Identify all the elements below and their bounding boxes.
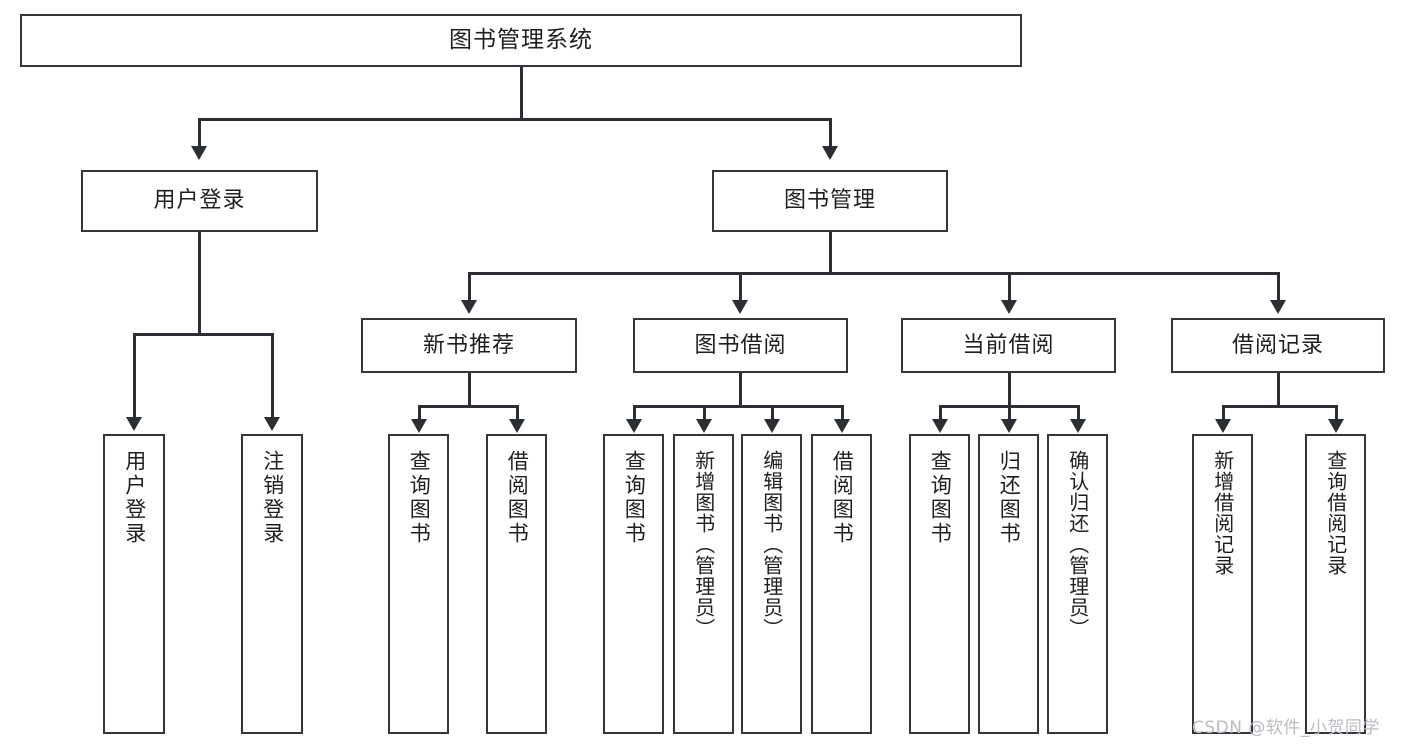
connector-user-login-to-leaf-1 bbox=[133, 333, 136, 419]
node-new-book-recommend-label: 新书推荐 bbox=[422, 332, 515, 358]
node-user-login[interactable]: 用户登录 bbox=[81, 170, 318, 232]
connector-bm-to-borrow-record bbox=[1277, 272, 1280, 302]
node-leaf-add-record[interactable]: 新增借阅记录 bbox=[1192, 434, 1253, 734]
arrow-root-to-user-login bbox=[191, 146, 207, 160]
node-leaf-query-book-2[interactable]: 查询图书 bbox=[603, 434, 664, 734]
node-leaf-query-book-1-label: 查询图书 bbox=[407, 450, 432, 546]
node-leaf-borrow-book-1-label: 借阅图书 bbox=[505, 450, 530, 546]
node-leaf-return-book[interactable]: 归还图书 bbox=[978, 434, 1039, 734]
arrow-br-to-leaf-1 bbox=[1215, 419, 1231, 433]
connector-bb-bus bbox=[633, 405, 843, 408]
connector-nbr-to-leaf-1 bbox=[418, 405, 421, 421]
node-leaf-confirm-return-label: 确认归还（管理员） bbox=[1065, 450, 1090, 639]
node-leaf-confirm-return[interactable]: 确认归还（管理员） bbox=[1047, 434, 1108, 734]
node-leaf-borrow-book-2[interactable]: 借阅图书 bbox=[811, 434, 872, 734]
node-leaf-query-book-2-label: 查询图书 bbox=[622, 450, 647, 546]
arrow-bb-to-leaf-1 bbox=[626, 419, 642, 433]
connector-root-to-user-login bbox=[198, 118, 201, 148]
arrow-bb-to-leaf-2 bbox=[696, 419, 712, 433]
node-leaf-edit-book[interactable]: 编辑图书（管理员） bbox=[741, 434, 802, 734]
node-new-book-recommend[interactable]: 新书推荐 bbox=[361, 318, 577, 373]
node-borrow-record-label: 借阅记录 bbox=[1231, 332, 1324, 358]
connector-user-login-stem bbox=[198, 232, 201, 334]
arrow-cb-to-leaf-1 bbox=[932, 419, 948, 433]
connector-bm-to-current-borrow bbox=[1008, 272, 1011, 302]
node-leaf-query-record[interactable]: 查询借阅记录 bbox=[1305, 434, 1366, 734]
node-book-manage-label: 图书管理 bbox=[783, 188, 876, 214]
connector-root-stem bbox=[520, 67, 523, 119]
arrow-bm-to-borrow-record bbox=[1270, 300, 1286, 314]
arrow-bm-to-new-book bbox=[461, 300, 477, 314]
connector-bb-to-leaf-1 bbox=[633, 405, 636, 421]
connector-cb-to-leaf-2 bbox=[1008, 405, 1011, 421]
node-leaf-return-book-label: 归还图书 bbox=[997, 450, 1022, 546]
arrow-nbr-to-leaf-2 bbox=[509, 419, 525, 433]
connector-root-to-book-manage bbox=[829, 118, 832, 148]
node-leaf-add-book[interactable]: 新增图书（管理员） bbox=[673, 434, 734, 734]
node-book-borrow[interactable]: 图书借阅 bbox=[633, 318, 848, 373]
node-current-borrow-label: 当前借阅 bbox=[962, 332, 1055, 358]
arrow-bm-to-current-borrow bbox=[1001, 300, 1017, 314]
node-leaf-query-record-label: 查询借阅记录 bbox=[1323, 450, 1348, 576]
node-leaf-borrow-book-2-label: 借阅图书 bbox=[830, 450, 855, 546]
node-current-borrow[interactable]: 当前借阅 bbox=[901, 318, 1116, 373]
connector-bb-stem bbox=[739, 373, 742, 406]
arrow-user-login-to-leaf-1 bbox=[126, 417, 142, 431]
connector-bb-to-leaf-3 bbox=[771, 405, 774, 421]
connector-book-manage-stem bbox=[829, 232, 832, 274]
connector-nbr-to-leaf-2 bbox=[516, 405, 519, 421]
node-root-label: 图书管理系统 bbox=[449, 27, 593, 54]
node-leaf-add-book-label: 新增图书（管理员） bbox=[691, 450, 716, 639]
node-leaf-edit-book-label: 编辑图书（管理员） bbox=[759, 450, 784, 639]
node-root[interactable]: 图书管理系统 bbox=[20, 14, 1022, 67]
connector-br-to-leaf-2 bbox=[1335, 405, 1338, 421]
connector-bb-to-leaf-2 bbox=[703, 405, 706, 421]
connector-user-login-bus bbox=[133, 333, 273, 336]
arrow-bb-to-leaf-3 bbox=[764, 419, 780, 433]
arrow-user-login-to-leaf-2 bbox=[264, 417, 280, 431]
node-leaf-borrow-book-1[interactable]: 借阅图书 bbox=[486, 434, 547, 734]
node-leaf-add-record-label: 新增借阅记录 bbox=[1210, 450, 1235, 576]
connector-book-manage-bus bbox=[468, 272, 1279, 275]
arrow-cb-to-leaf-3 bbox=[1070, 419, 1086, 433]
node-leaf-query-book-1[interactable]: 查询图书 bbox=[388, 434, 449, 734]
arrow-br-to-leaf-2 bbox=[1328, 419, 1344, 433]
connector-br-to-leaf-1 bbox=[1222, 405, 1225, 421]
node-borrow-record[interactable]: 借阅记录 bbox=[1171, 318, 1385, 373]
node-book-manage[interactable]: 图书管理 bbox=[712, 170, 948, 232]
connector-cb-to-leaf-1 bbox=[939, 405, 942, 421]
watermark-text: CSDN @软件_小贺同学 bbox=[1192, 718, 1380, 738]
connector-bm-to-new-book bbox=[468, 272, 471, 302]
connector-bb-to-leaf-4 bbox=[841, 405, 844, 421]
arrow-nbr-to-leaf-1 bbox=[411, 419, 427, 433]
connector-cb-to-leaf-3 bbox=[1077, 405, 1080, 421]
node-leaf-user-login[interactable]: 用户登录 bbox=[103, 434, 165, 734]
node-book-borrow-label: 图书借阅 bbox=[694, 332, 787, 358]
node-user-login-label: 用户登录 bbox=[153, 188, 246, 214]
arrow-bm-to-book-borrow bbox=[732, 300, 748, 314]
connector-nbr-stem bbox=[468, 373, 471, 406]
connector-bm-to-book-borrow bbox=[739, 272, 742, 302]
arrow-root-to-book-manage bbox=[822, 146, 838, 160]
connector-root-bus bbox=[198, 118, 831, 121]
connector-cb-stem bbox=[1008, 373, 1011, 406]
connector-br-bus bbox=[1222, 405, 1337, 408]
connector-nbr-bus bbox=[418, 405, 518, 408]
connector-user-login-to-leaf-2 bbox=[271, 333, 274, 419]
node-leaf-user-logout-label: 注销登录 bbox=[260, 450, 285, 546]
node-leaf-query-book-3-label: 查询图书 bbox=[928, 450, 953, 546]
node-leaf-user-login-label: 用户登录 bbox=[122, 450, 147, 546]
arrow-cb-to-leaf-2 bbox=[1001, 419, 1017, 433]
node-leaf-query-book-3[interactable]: 查询图书 bbox=[909, 434, 970, 734]
arrow-bb-to-leaf-4 bbox=[834, 419, 850, 433]
connector-br-stem bbox=[1277, 373, 1280, 406]
node-leaf-user-logout[interactable]: 注销登录 bbox=[241, 434, 303, 734]
